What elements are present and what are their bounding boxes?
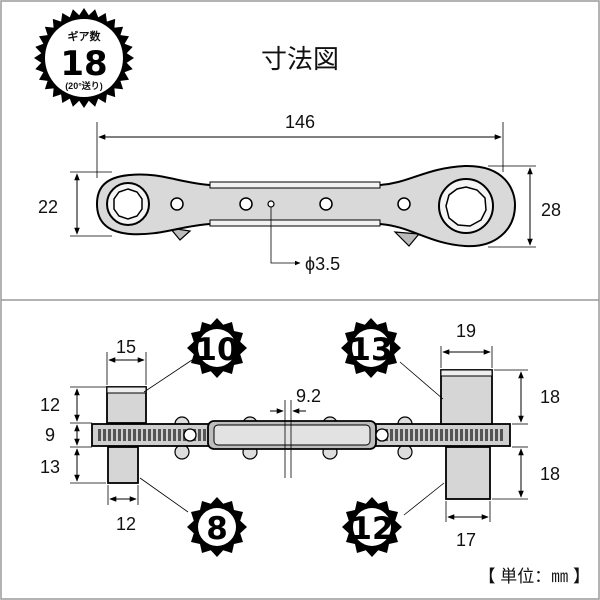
wrench-top-drawing <box>95 164 517 248</box>
left-height-value: 22 <box>38 197 58 217</box>
badge-top-label: ギア数 <box>68 29 102 43</box>
size-badge-bl-value: 8 <box>206 511 228 547</box>
right-upper-value: 18 <box>540 387 560 407</box>
wrench-side-drawing <box>91 416 511 460</box>
badge-bottom-label: (20°送り) <box>65 80 103 91</box>
center-thickness-value: 9.2 <box>296 386 321 406</box>
left-body-value: 9 <box>45 425 55 445</box>
size-badge-tl-value: 10 <box>195 332 238 368</box>
side-view: 15 19 12 17 12 9 13 18 18 <box>40 321 560 550</box>
socket-12mm-body <box>445 446 491 500</box>
badge-value: 18 <box>60 44 107 84</box>
size-badge-tl: 10 <box>187 318 247 378</box>
br-width-value: 17 <box>456 530 476 550</box>
hole-leader-line <box>270 207 301 266</box>
size-badge-br: 12 <box>342 497 402 557</box>
bl-width-value: 12 <box>116 514 136 534</box>
hole-diameter-value: ϕ3.5 <box>305 254 340 274</box>
right-height-value: 28 <box>541 200 561 220</box>
unit-note: 【 単位：㎜ 】 <box>479 567 590 586</box>
tl-width-value: 15 <box>116 337 136 357</box>
size-badge-tr-value: 13 <box>349 332 392 368</box>
socket-size-badges: 10 13 8 12 <box>187 318 402 557</box>
page-title: 寸法図 <box>261 45 339 75</box>
left-lower-value: 13 <box>40 457 60 477</box>
right-lower-value: 18 <box>540 464 560 484</box>
socket-13mm-body <box>440 369 493 425</box>
length-value: 146 <box>285 112 315 132</box>
size-badge-bl: 8 <box>187 497 247 557</box>
tr-width-value: 19 <box>456 321 476 341</box>
socket-8mm-body <box>107 446 139 484</box>
small-hole <box>267 200 275 208</box>
size-badge-tr: 13 <box>341 318 401 378</box>
left-upper-value: 12 <box>40 395 60 415</box>
gear-count-badge: ギア数 18 (20°送り) <box>34 8 134 108</box>
top-view: 146 22 28 <box>38 112 561 274</box>
size-badge-br-value: 12 <box>350 511 393 547</box>
